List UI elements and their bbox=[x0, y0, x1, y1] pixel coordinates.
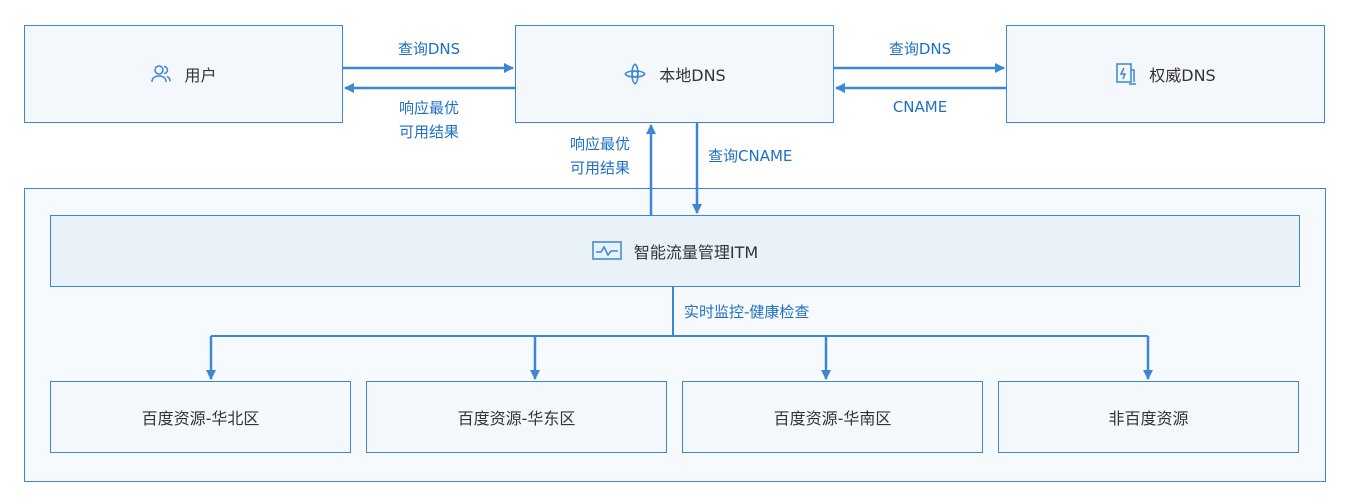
label-auth-to-local: CNAME bbox=[892, 98, 948, 116]
node-res-east-label: 百度资源-华东区 bbox=[457, 409, 576, 428]
node-user-label: 用户 bbox=[184, 66, 217, 85]
label-itm-to-local-line1: 响应最优 bbox=[569, 135, 630, 153]
label-local-to-user-line1: 响应最优 bbox=[398, 99, 459, 117]
monitor-icon bbox=[592, 240, 622, 262]
label-itm-to-resources: 实时监控-健康检查 bbox=[684, 303, 810, 321]
authority-icon bbox=[1115, 62, 1137, 86]
label-user-to-local: 查询DNS bbox=[397, 40, 461, 58]
user-icon bbox=[150, 63, 172, 85]
node-res-east: 百度资源-华东区 bbox=[366, 381, 667, 453]
node-res-south: 百度资源-华南区 bbox=[682, 381, 983, 453]
node-local-dns-label: 本地DNS bbox=[659, 66, 726, 85]
label-local-to-itm: 查询CNAME bbox=[708, 147, 793, 165]
node-itm: 智能流量管理ITM bbox=[50, 215, 1300, 287]
node-res-other-label: 非百度资源 bbox=[1108, 409, 1189, 428]
node-auth-dns: 权威DNS bbox=[1006, 25, 1325, 123]
node-user: 用户 bbox=[24, 25, 343, 123]
node-res-other: 非百度资源 bbox=[998, 381, 1299, 453]
node-itm-label: 智能流量管理ITM bbox=[633, 243, 759, 262]
label-itm-to-local-line2: 可用结果 bbox=[569, 159, 630, 177]
node-res-north-label: 百度资源-华北区 bbox=[141, 409, 260, 428]
label-local-to-user: 响应最优 可用结果 bbox=[379, 96, 479, 144]
dns-target-icon bbox=[623, 62, 647, 86]
label-itm-to-local: 响应最优 可用结果 bbox=[552, 132, 648, 180]
node-local-dns: 本地DNS bbox=[515, 25, 834, 123]
label-local-to-user-line2: 可用结果 bbox=[398, 123, 459, 141]
node-res-north: 百度资源-华北区 bbox=[50, 381, 351, 453]
node-res-south-label: 百度资源-华南区 bbox=[773, 409, 892, 428]
label-local-to-auth: 查询DNS bbox=[888, 40, 952, 58]
node-auth-dns-label: 权威DNS bbox=[1149, 66, 1216, 85]
